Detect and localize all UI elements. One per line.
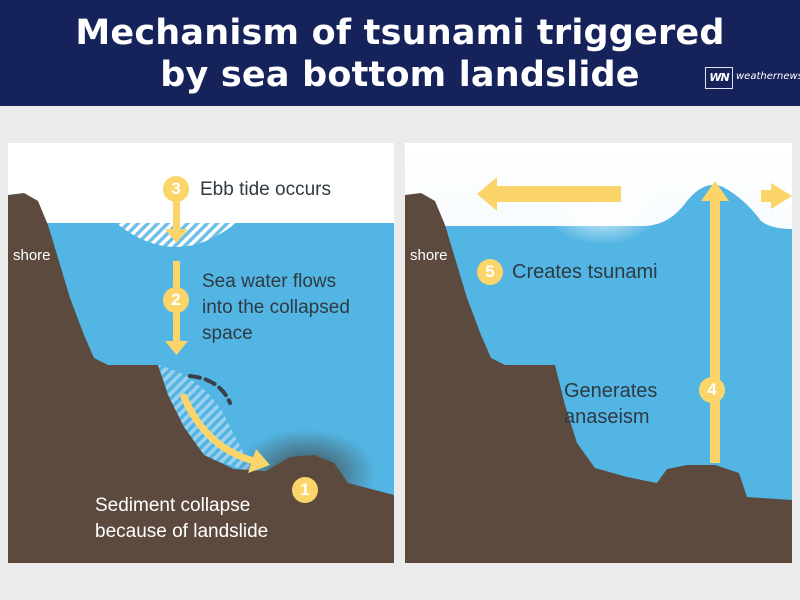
step-4-line-2: anaseism xyxy=(564,406,650,428)
seabed-ground xyxy=(405,193,792,563)
step-4-badge: 4 xyxy=(699,377,725,403)
step-1-label: Sediment collapse because of landslide xyxy=(95,493,268,545)
title-line-1: Mechanism of tsunami triggered xyxy=(75,13,725,53)
title-line-2: by sea bottom landslide xyxy=(160,55,640,95)
tsunami-arrow-left-head xyxy=(477,177,497,211)
step-3-label: Ebb tide occurs xyxy=(200,179,331,200)
flow-arrow-head xyxy=(165,341,188,355)
tsunami-arrow-right-shaft xyxy=(761,190,773,202)
tsunami-arrow-right-head xyxy=(771,183,792,209)
header-banner: Mechanism of tsunami triggered by sea bo… xyxy=(0,0,800,106)
step-2-label: Sea water flows into the collapsed space xyxy=(202,269,350,347)
step-2-line-1: Sea water flows xyxy=(202,271,337,292)
shore-label: shore xyxy=(410,247,448,264)
ebb-arrow-head xyxy=(165,229,188,243)
uplift-arrow-shaft xyxy=(710,201,720,463)
logo-mark: WN xyxy=(705,67,733,89)
collapsed-space xyxy=(158,365,254,473)
step-1-line-2: because of landslide xyxy=(95,521,269,542)
seabed-ground xyxy=(8,193,394,563)
tsunami-arrow-left-shaft xyxy=(491,186,621,202)
step-2-badge: 2 xyxy=(163,287,189,313)
landslide-panel: shore 3 Ebb tide occurs 2 Sea water flow… xyxy=(8,143,394,563)
step-1-badge: 1 xyxy=(292,477,318,503)
tsunami-panel: shore 5 Creates tsunami Generates anasei… xyxy=(405,143,792,563)
step-4-line-1: Generates xyxy=(564,380,658,402)
ebb-arrow-shaft xyxy=(173,201,180,229)
step-2-line-3: space xyxy=(202,323,253,344)
collapse-arrow-head xyxy=(248,449,270,473)
weathernews-logo: WN weathernews xyxy=(705,67,800,89)
step-5-badge: 5 xyxy=(477,259,503,285)
step-4-label: Generates anaseism xyxy=(564,378,657,430)
collapse-outline-dashed xyxy=(188,374,232,405)
logo-text: weathernews xyxy=(736,71,800,82)
collapse-arrow xyxy=(180,393,258,465)
step-5-label: Creates tsunami xyxy=(512,261,658,283)
step-2-line-2: into the collapsed xyxy=(202,297,350,318)
step-1-line-1: Sediment collapse xyxy=(95,495,251,516)
water-spray xyxy=(543,165,663,245)
page-title: Mechanism of tsunami triggered by sea bo… xyxy=(0,12,800,96)
tsunami-illustration xyxy=(405,143,792,563)
step-3-badge: 3 xyxy=(163,176,189,202)
shore-label: shore xyxy=(13,247,51,264)
uplift-arrow-head xyxy=(701,181,729,201)
